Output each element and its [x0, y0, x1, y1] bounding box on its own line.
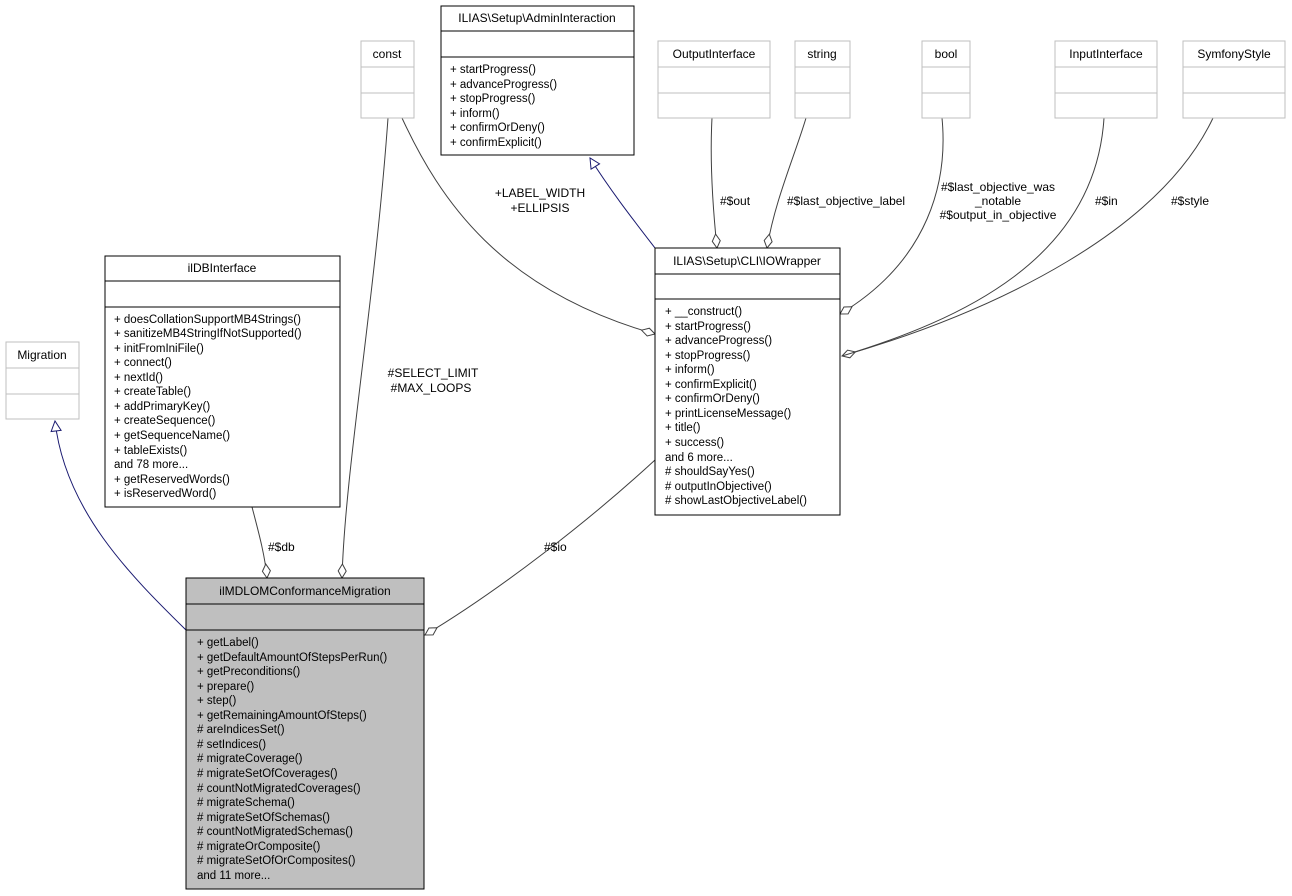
method: + nextId()	[114, 372, 163, 384]
association-bool-iowrapper	[839, 117, 944, 315]
method: + getRemainingAmountOfSteps()	[197, 710, 367, 722]
method: + getPreconditions()	[197, 666, 300, 678]
class-title: OutputInterface	[673, 47, 756, 61]
method: # migrateCoverage()	[197, 753, 303, 765]
method: + success()	[665, 437, 724, 449]
label-io: #$io	[544, 540, 567, 554]
method: + stopProgress()	[450, 93, 535, 105]
method: # outputInObjective()	[665, 481, 772, 493]
class-iowrapper[interactable]: ILIAS\Setup\CLI\IOWrapper + __construct(…	[654, 247, 841, 516]
class-outputinterface[interactable]: OutputInterface	[657, 40, 771, 119]
label-const-iowrapper-2: +ELLIPSIS	[510, 201, 569, 215]
method: + createSequence()	[114, 415, 215, 427]
label-bool-iowrapper-3: #$output_in_objective	[940, 208, 1057, 222]
method: # migrateOrComposite()	[197, 841, 321, 853]
method: and 78 more...	[114, 459, 188, 471]
generalization-iowrapper-admininteraction	[590, 158, 656, 249]
association-inputinterface-iowrapper	[841, 117, 1105, 359]
method: + getSequenceName()	[114, 430, 230, 442]
method: + addPrimaryKey()	[114, 401, 210, 413]
label-db: #$db	[268, 540, 295, 554]
method: + initFromIniFile()	[114, 343, 204, 355]
method: + inform()	[665, 364, 715, 376]
method: + getLabel()	[197, 637, 259, 649]
association-const-iowrapper	[401, 117, 656, 337]
method: + getReservedWords()	[114, 474, 230, 486]
method: + confirmOrDeny()	[665, 393, 760, 405]
class-title: ILIAS\Setup\AdminInteraction	[458, 11, 615, 25]
method: + confirmExplicit()	[665, 379, 757, 391]
label-const-main-1: #SELECT_LIMIT	[388, 366, 479, 380]
class-bool[interactable]: bool	[921, 40, 971, 119]
class-title: bool	[935, 47, 958, 61]
method: + advanceProgress()	[665, 335, 772, 347]
method: # shouldSayYes()	[665, 466, 755, 478]
method: # setIndices()	[197, 739, 266, 751]
method: + stopProgress()	[665, 350, 750, 362]
class-title: InputInterface	[1069, 47, 1143, 61]
method: + startProgress()	[450, 64, 536, 76]
method: + __construct()	[665, 306, 742, 318]
association-const-main	[337, 117, 389, 580]
class-const[interactable]: const	[360, 40, 415, 119]
label-last-objective-label: #$last_objective_label	[787, 194, 905, 208]
generalization-main-migration	[55, 421, 187, 631]
class-title: Migration	[17, 348, 66, 362]
method: + printLicenseMessage()	[665, 408, 791, 420]
association-iowrapper-main	[424, 459, 656, 636]
method: + getDefaultAmountOfStepsPerRun()	[197, 652, 387, 664]
class-admininteraction[interactable]: ILIAS\Setup\AdminInteraction + startProg…	[440, 5, 635, 156]
class-title: ilDBInterface	[188, 261, 257, 275]
method: # areIndicesSet()	[197, 724, 285, 736]
method: # showLastObjectiveLabel()	[665, 495, 807, 507]
method: + tableExists()	[114, 445, 187, 457]
method: + isReservedWord()	[114, 488, 217, 500]
method: + connect()	[114, 357, 172, 369]
class-title: ILIAS\Setup\CLI\IOWrapper	[673, 254, 821, 268]
method: + prepare()	[197, 681, 254, 693]
association-ildbinterface-main	[251, 506, 271, 580]
class-main[interactable]: ilMDLOMConformanceMigration + getLabel()…	[185, 577, 425, 890]
method: + startProgress()	[665, 321, 751, 333]
method: + sanitizeMB4StringIfNotSupported()	[114, 328, 302, 340]
method: + step()	[197, 695, 236, 707]
association-outputinterface-iowrapper	[710, 117, 721, 250]
method: # migrateSchema()	[197, 797, 295, 809]
association-symfonystyle-iowrapper	[841, 117, 1214, 357]
label-bool-iowrapper-2: _notable	[974, 194, 1021, 208]
method: + doesCollationSupportMB4Strings()	[114, 314, 301, 326]
method: and 6 more...	[665, 452, 733, 464]
edges	[55, 117, 1214, 636]
label-bool-iowrapper-1: #$last_objective_was	[941, 180, 1055, 194]
edge-labels: +LABEL_WIDTH +ELLIPSIS #$out #$last_obje…	[268, 180, 1209, 554]
class-string[interactable]: string	[794, 40, 851, 119]
method: + inform()	[450, 108, 500, 120]
method: + createTable()	[114, 386, 191, 398]
method: # migrateSetOfSchemas()	[197, 812, 330, 824]
method: + confirmExplicit()	[450, 137, 542, 149]
method: + title()	[665, 422, 701, 434]
class-title: string	[807, 47, 836, 61]
label-in: #$in	[1095, 194, 1118, 208]
method: # countNotMigratedCoverages()	[197, 783, 361, 795]
method: # migrateSetOfOrComposites()	[197, 855, 356, 867]
label-out: #$out	[720, 194, 751, 208]
label-const-iowrapper-1: +LABEL_WIDTH	[495, 186, 585, 200]
class-title: const	[373, 47, 402, 61]
label-const-main-2: #MAX_LOOPS	[391, 381, 472, 395]
association-string-iowrapper	[763, 117, 807, 249]
class-title: ilMDLOMConformanceMigration	[219, 584, 390, 598]
class-symfonystyle[interactable]: SymfonyStyle	[1182, 40, 1286, 119]
class-title: SymfonyStyle	[1197, 47, 1271, 61]
class-ildbinterface[interactable]: ilDBInterface + doesCollationSupportMB4S…	[104, 255, 341, 508]
class-migration[interactable]: Migration	[5, 341, 80, 420]
method: and 11 more...	[197, 870, 270, 882]
method: # countNotMigratedSchemas()	[197, 826, 353, 838]
method: + advanceProgress()	[450, 79, 557, 91]
label-style: #$style	[1171, 194, 1209, 208]
class-inputinterface[interactable]: InputInterface	[1054, 40, 1158, 119]
method: + confirmOrDeny()	[450, 122, 545, 134]
method: # migrateSetOfCoverages()	[197, 768, 338, 780]
